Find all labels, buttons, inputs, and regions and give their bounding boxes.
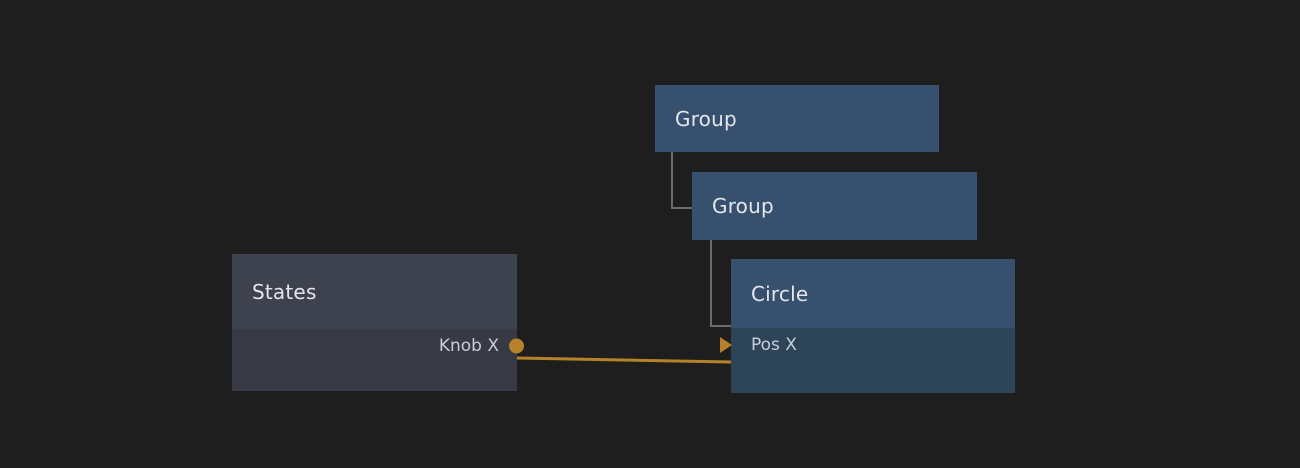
property-label: Pos X	[751, 335, 797, 355]
link-knobx-posx[interactable]	[516, 356, 732, 364]
node-group-1[interactable]: Group	[655, 85, 939, 152]
node-title: States	[232, 254, 517, 329]
input-port-icon[interactable]	[720, 337, 732, 353]
link-group	[516, 356, 732, 364]
node-title: Group	[655, 85, 939, 152]
property-label: Knob X	[438, 336, 499, 356]
node-circle[interactable]: Circle Pos X	[720, 259, 1015, 393]
node-title: Circle	[731, 259, 1015, 328]
property-row-pos-x[interactable]: Pos X	[720, 328, 1015, 362]
property-row-knob-x[interactable]: Knob X	[232, 329, 524, 363]
node-body: Knob X	[232, 329, 524, 391]
node-states[interactable]: States Knob X	[232, 254, 524, 391]
output-port-icon[interactable]	[509, 338, 524, 354]
node-group-2[interactable]: Group	[692, 172, 977, 240]
node-body: Pos X	[720, 328, 1015, 393]
tree-group2-circle	[710, 240, 731, 327]
tree-group1-group2	[671, 152, 692, 209]
node-title: Group	[692, 172, 977, 240]
